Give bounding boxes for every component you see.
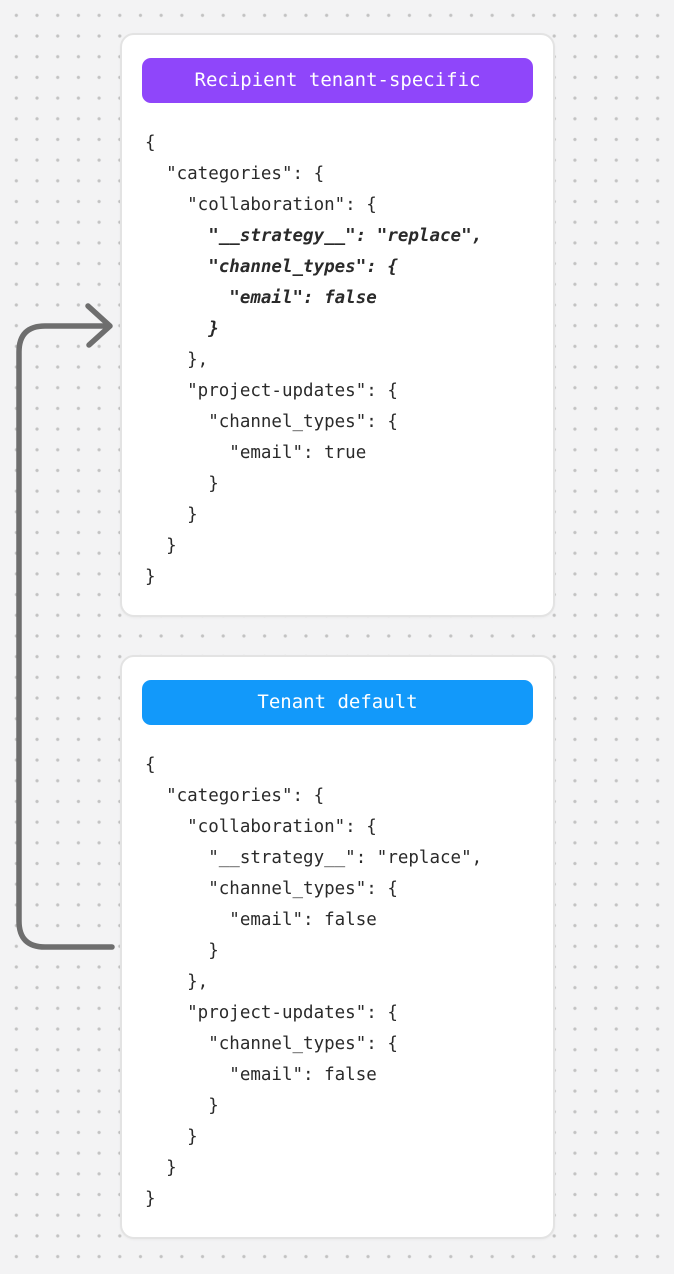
code-line: "collaboration": { [145, 817, 377, 837]
code-line: } [145, 474, 219, 494]
code-line: }, [145, 972, 209, 992]
code-line: } [145, 319, 219, 339]
code-line: "project-updates": { [145, 1003, 398, 1023]
code-line: "categories": { [145, 786, 325, 806]
arrow-head-icon [85, 303, 113, 348]
code-line: } [145, 536, 177, 556]
code-line: } [145, 567, 156, 587]
code-line: "categories": { [145, 164, 325, 184]
recipient-tenant-specific-card: Recipient tenant-specific { "categories"… [120, 33, 555, 617]
code-line: } [145, 1127, 198, 1147]
code-line: "email": false [145, 288, 377, 308]
code-line: "email": false [145, 910, 377, 930]
arrow-line [16, 323, 115, 950]
code-line: }, [145, 350, 209, 370]
code-line: } [145, 1158, 177, 1178]
code-line: "email": false [145, 1065, 377, 1085]
code-line: } [145, 1096, 219, 1116]
code-line: { [145, 133, 156, 153]
code-line: { [145, 755, 156, 775]
code-line: "__strategy__": "replace", [145, 848, 483, 868]
code-line: "channel_types": { [145, 1034, 398, 1054]
code-line: "__strategy__": "replace", [145, 226, 483, 246]
tenant-default-badge: Tenant default [142, 680, 533, 725]
code-line: "channel_types": { [145, 257, 398, 277]
code-line: "email": true [145, 443, 367, 463]
code-line: } [145, 1189, 156, 1209]
recipient-tenant-specific-badge: Recipient tenant-specific [142, 58, 533, 103]
code-line: "channel_types": { [145, 412, 398, 432]
code-line: "project-updates": { [145, 381, 398, 401]
code-line: } [145, 505, 198, 525]
code-line: "channel_types": { [145, 879, 398, 899]
recipient-tenant-specific-json: { "categories": { "collaboration": { "__… [142, 128, 533, 593]
tenant-default-json: { "categories": { "collaboration": { "__… [142, 750, 533, 1215]
code-line: } [145, 941, 219, 961]
code-line: "collaboration": { [145, 195, 377, 215]
tenant-default-card: Tenant default { "categories": { "collab… [120, 655, 555, 1239]
